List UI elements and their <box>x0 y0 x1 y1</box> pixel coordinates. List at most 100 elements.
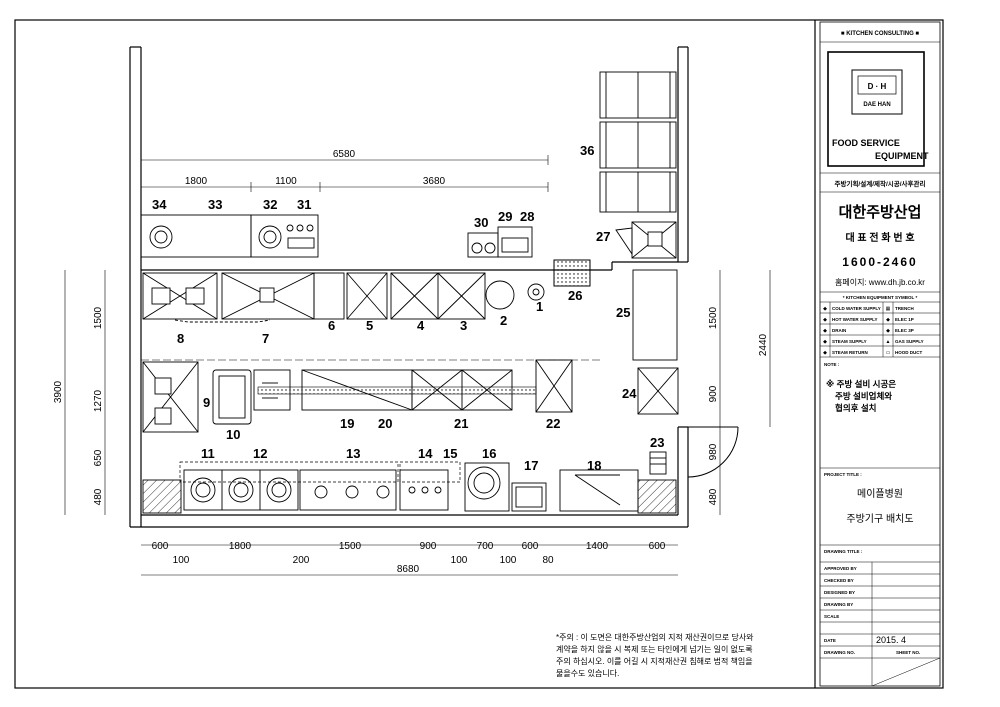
equipment-25 <box>632 269 678 361</box>
label-31: 31 <box>297 197 311 212</box>
dim-right-1: 900 <box>708 385 719 402</box>
symbol-right-2: ELEC 3P <box>895 328 914 333</box>
dim-top-a: 1800 <box>185 176 208 187</box>
tb-header: ■ KITCHEN CONSULTING ■ <box>841 31 920 37</box>
label-18: 18 <box>587 458 601 473</box>
homepage: 홈페이지: www.dh.jb.co.kr <box>835 277 925 287</box>
label-23: 23 <box>650 435 664 450</box>
dim-small-100b: 100 <box>451 555 468 566</box>
phone-number: 1600-2460 <box>842 255 917 269</box>
equipment-33-34 <box>140 214 252 258</box>
equipment-26 <box>553 259 591 287</box>
hot-water-icon: ◆ <box>823 317 827 323</box>
symbol-left-4: STEAM RETURN <box>832 350 868 355</box>
dim-right-total: 2440 <box>758 333 769 356</box>
label-22: 22 <box>546 416 560 431</box>
label-21: 21 <box>454 416 468 431</box>
trench-icon: ▦ <box>886 306 891 312</box>
label-34: 34 <box>152 197 167 212</box>
dim-bottom-4: 700 <box>477 541 494 552</box>
dim-small-200: 200 <box>293 555 310 566</box>
logo-mark: D · H <box>868 82 887 91</box>
symbol-right-0: TRENCH <box>895 306 914 311</box>
drawing-by: DRAWING BY <box>824 602 853 607</box>
dim-bottom-6: 1400 <box>586 541 609 552</box>
symbol-left-0: COLD WATER SUPPLY <box>832 306 881 311</box>
designed-by: DESIGNED BY <box>824 590 855 595</box>
equipment-5 <box>346 272 388 320</box>
equipment-16 <box>464 462 510 512</box>
label-33: 33 <box>208 197 222 212</box>
label-14: 14 <box>418 446 433 461</box>
label-20: 20 <box>378 416 392 431</box>
date-label: DATE <box>824 638 836 643</box>
label-25: 25 <box>616 305 630 320</box>
drain-icon: ◆ <box>823 328 827 334</box>
symbol-left-3: STEAM SUPPLY <box>832 339 867 344</box>
dim-small-100a: 100 <box>173 555 190 566</box>
equipment-14-15 <box>399 469 449 511</box>
equipment-8 <box>142 272 218 320</box>
label-6: 6 <box>328 318 335 333</box>
door <box>687 426 739 478</box>
steam-return-icon: ◆ <box>823 350 827 356</box>
dim-left-3: 480 <box>93 488 104 505</box>
label-11: 11 <box>201 446 215 461</box>
dim-right-2: 980 <box>708 443 719 460</box>
food-service-text: FOOD SERVICE <box>832 138 900 148</box>
label-29: 29 <box>498 209 512 224</box>
dim-left-total: 3900 <box>53 380 64 403</box>
dim-top-b: 1100 <box>275 176 297 187</box>
equipment-labels: 1 2 3 4 5 6 7 8 9 10 11 12 13 14 15 16 1… <box>152 143 664 473</box>
label-24: 24 <box>622 386 637 401</box>
dimension-lines <box>64 155 771 576</box>
label-26: 26 <box>568 288 582 303</box>
scale-label: SCALE <box>824 614 839 619</box>
cooking-line <box>142 461 677 514</box>
date-value: 2015. 4 <box>876 635 906 645</box>
equipment-9 <box>142 361 199 433</box>
label-13: 13 <box>346 446 360 461</box>
drawing-title-label: DRAWING TITLE : <box>824 549 863 554</box>
elec-1p-icon: ◆ <box>886 317 890 323</box>
phone-label: 대 표 전 화 번 호 <box>845 231 914 244</box>
equipment-36 <box>599 71 677 213</box>
notice-line2: 계약을 하지 않을 시 복제 또는 타인에게 넘기는 일이 없도록 <box>556 644 753 654</box>
equipment-10 <box>212 369 252 425</box>
right-equipment <box>599 71 679 475</box>
notice-line1: *주의 : 이 도면은 대한주방산업의 지적 재산권이므로 당사와 <box>556 632 754 642</box>
dim-bottom-3: 900 <box>420 541 437 552</box>
note-line3: 협의후 설치 <box>835 403 876 413</box>
label-1: 1 <box>536 299 543 314</box>
symbol-header: * KITCHEN EQUIPMENT SYMBOL * <box>843 295 918 300</box>
top-equipment <box>140 214 591 287</box>
note-line2: 주방 설비업체와 <box>835 391 892 401</box>
label-27: 27 <box>596 229 610 244</box>
label-3: 3 <box>460 318 467 333</box>
equipment-1 <box>527 283 545 301</box>
dim-small-80: 80 <box>542 555 554 566</box>
label-32: 32 <box>263 197 277 212</box>
label-15: 15 <box>443 446 457 461</box>
dim-bottom-0: 600 <box>152 541 169 552</box>
equipment-6 <box>313 272 345 320</box>
drawing-no-label: DRAWING NO. <box>824 650 855 655</box>
copyright-notice: *주의 : 이 도면은 대한주방산업의 지적 재산권이므로 당사와 계약을 하지… <box>556 632 754 678</box>
dim-right-3: 480 <box>708 488 719 505</box>
approval-table: APPROVED BY CHECKED BY DESIGNED BY DRAWI… <box>820 561 941 687</box>
label-16: 16 <box>482 446 496 461</box>
label-10: 10 <box>226 427 240 442</box>
dim-small-100c: 100 <box>500 555 517 566</box>
dim-bottom-total: 8680 <box>397 564 420 575</box>
equipment-23 <box>649 451 667 475</box>
equipment-28-29 <box>497 226 533 258</box>
dim-bottom-7: 600 <box>649 541 666 552</box>
symbol-right-1: ELEC 1P <box>895 317 914 322</box>
project-name: 메이플병원 <box>857 488 903 500</box>
equipment-17 <box>511 482 547 512</box>
label-17: 17 <box>524 458 538 473</box>
kitchen-walls <box>129 46 689 528</box>
label-19: 19 <box>340 416 354 431</box>
dim-right-0: 1500 <box>708 306 719 329</box>
symbol-right-4: HOOD DUCT <box>895 350 922 355</box>
